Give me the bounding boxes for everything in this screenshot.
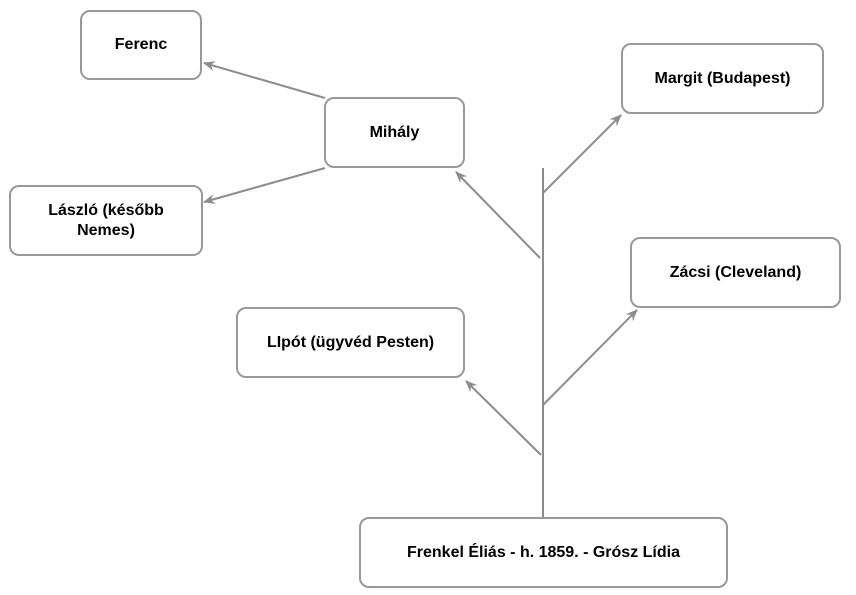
- node-label: Zácsi (Cleveland): [669, 263, 802, 281]
- edge-to-lipot: [465, 380, 542, 456]
- node-label: Ferenc: [114, 36, 168, 53]
- node-ferenc[interactable]: Ferenc: [80, 10, 202, 80]
- node-label: LIpót (ügyvéd Pesten): [266, 333, 435, 351]
- node-label: Mihály: [369, 123, 420, 141]
- node-lipot[interactable]: LIpót (ügyvéd Pesten): [236, 307, 465, 378]
- edge-to-ferenc: [203, 61, 326, 99]
- edge-to-laszlo: [203, 167, 326, 204]
- edge-to-margit: [542, 114, 622, 194]
- node-laszlo[interactable]: László (később Nemes): [9, 185, 203, 256]
- node-mihaly[interactable]: Mihály: [324, 97, 465, 168]
- node-root[interactable]: Frenkel Éliás - h. 1859. - Grósz Lídia: [359, 517, 728, 588]
- node-zacsi[interactable]: Zácsi (Cleveland): [630, 237, 841, 308]
- node-label: Frenkel Éliás - h. 1859. - Grósz Lídia: [407, 543, 680, 561]
- node-margit[interactable]: Margit (Budapest): [621, 43, 824, 114]
- edge-to-zacsi: [542, 309, 638, 406]
- edge-to-mihaly: [455, 171, 541, 259]
- node-label: Margit (Budapest): [654, 69, 791, 87]
- node-label: László (később Nemes): [48, 201, 164, 239]
